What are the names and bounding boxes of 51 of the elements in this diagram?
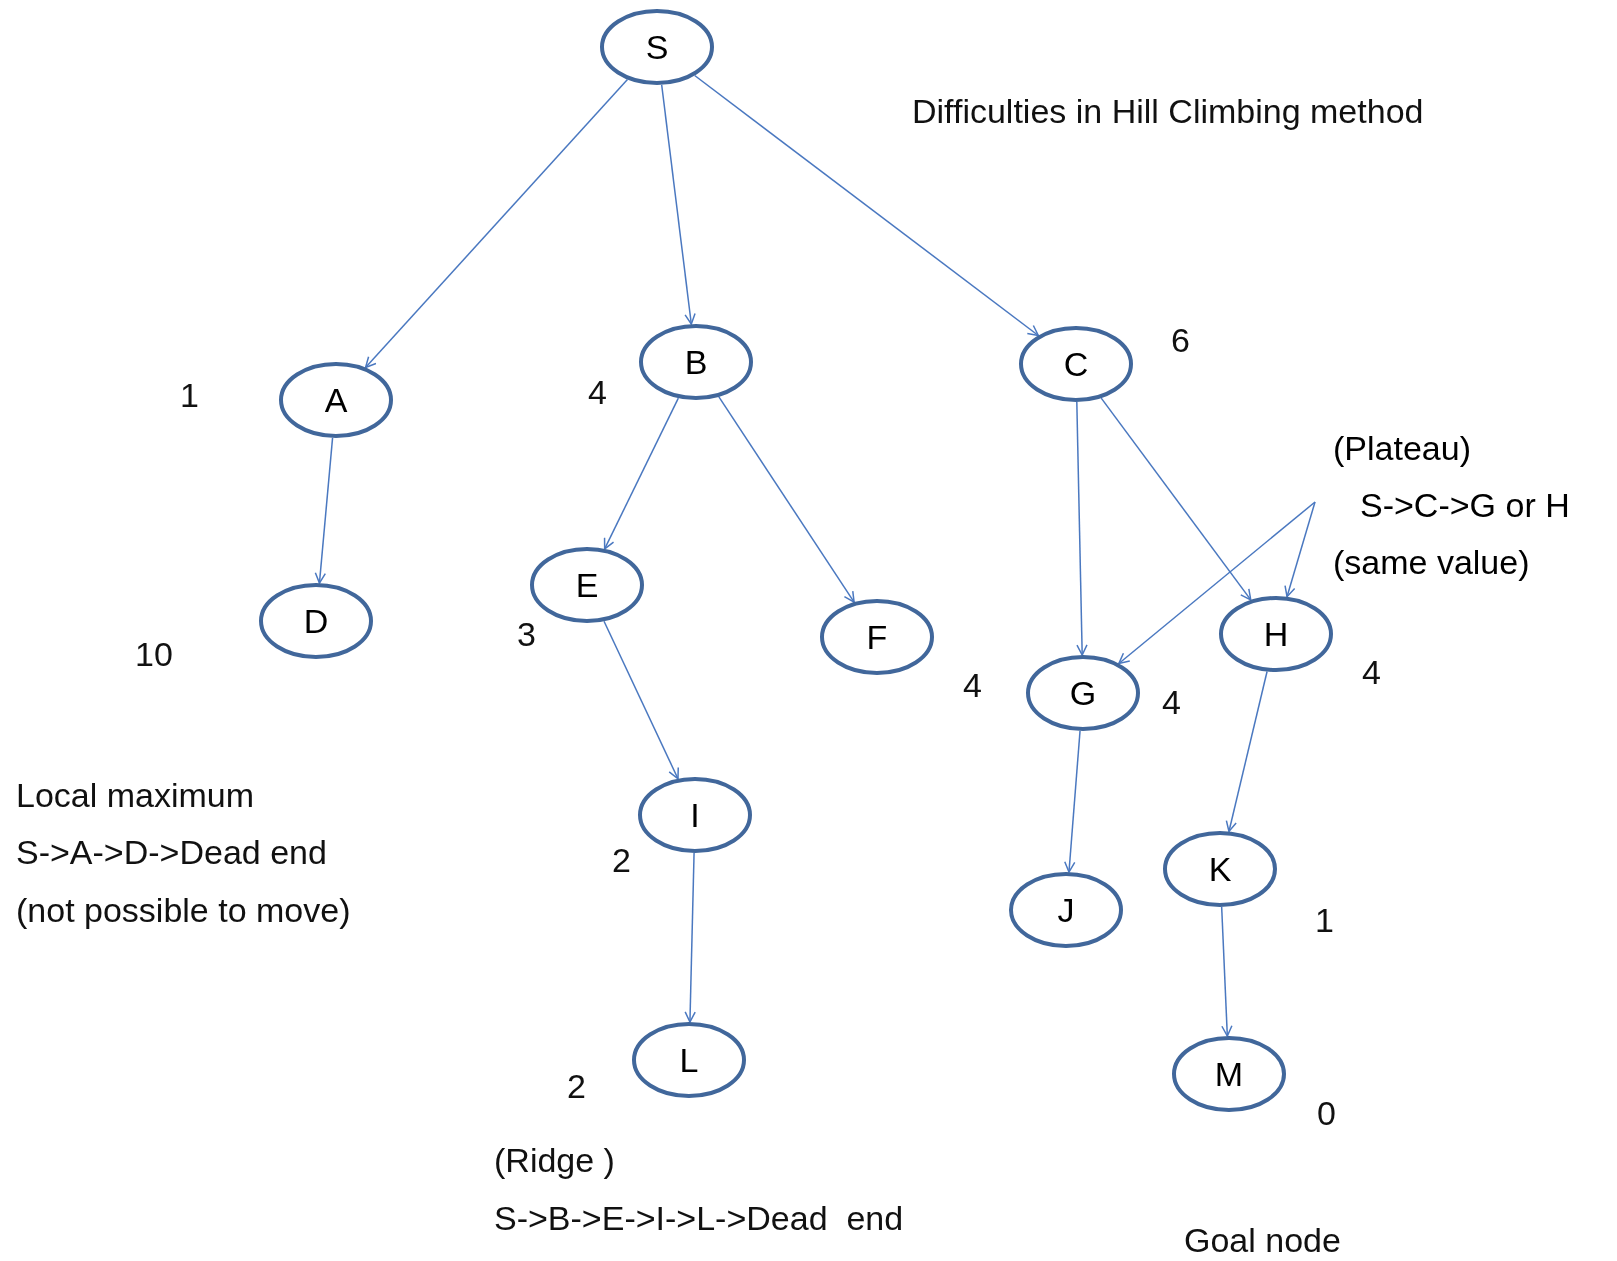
heuristic-value: 4 [1162,682,1181,723]
node-label: H [1262,617,1290,651]
note-text: Local maximum [16,775,255,816]
node-label: G [1068,676,1098,710]
arrow [660,84,696,325]
arrow [603,620,679,780]
node-label: F [865,620,889,654]
annotation-text: (same value) [1332,542,1531,583]
node-label: J [1056,893,1076,927]
node-label: M [1213,1057,1245,1091]
node-label: A [323,383,349,417]
arrow [684,852,696,1023]
note-text: Goal node [1184,1220,1341,1261]
heuristic-value: 3 [517,614,536,655]
arrow [603,397,680,550]
arrow [1118,501,1316,665]
arrow [364,78,629,369]
heuristic-value: 1 [1315,900,1334,941]
note-text: (Ridge ) [494,1140,615,1181]
node-label: L [678,1043,700,1077]
heuristic-value: 4 [588,372,607,413]
node-label: S [644,30,670,64]
note-text: S->B->E->I->L->Dead end [494,1198,904,1239]
arrow [1220,906,1233,1037]
note-text: (not possible to move) [16,890,351,931]
heuristic-value: 2 [612,840,631,881]
node-label: B [683,345,709,379]
node-label: C [1062,347,1090,381]
node-label: D [302,604,330,638]
arrow [718,396,855,603]
heuristic-value: 1 [180,375,199,416]
heuristic-value: 4 [963,665,982,706]
arrow [1284,501,1316,598]
arrow [1100,397,1252,601]
heuristic-value: 4 [1362,652,1381,693]
annotation-text: (Plateau) [1332,428,1472,469]
arrow [314,437,334,584]
arrow [1064,730,1081,873]
heuristic-value: 6 [1171,320,1190,361]
arrow [1225,670,1268,833]
note-text: S->A->D->Dead end [16,832,327,873]
heuristic-value: 10 [135,634,173,675]
annotation-text: S->C->G or H [1359,485,1571,526]
arrow [693,74,1040,337]
title: Difficulties in Hill Climbing method [912,91,1424,132]
node-label: I [689,798,701,832]
arrow [1076,401,1088,656]
node-label: E [574,568,600,602]
heuristic-value: 0 [1317,1093,1336,1134]
node-label: K [1207,852,1233,886]
heuristic-value: 2 [567,1066,586,1107]
